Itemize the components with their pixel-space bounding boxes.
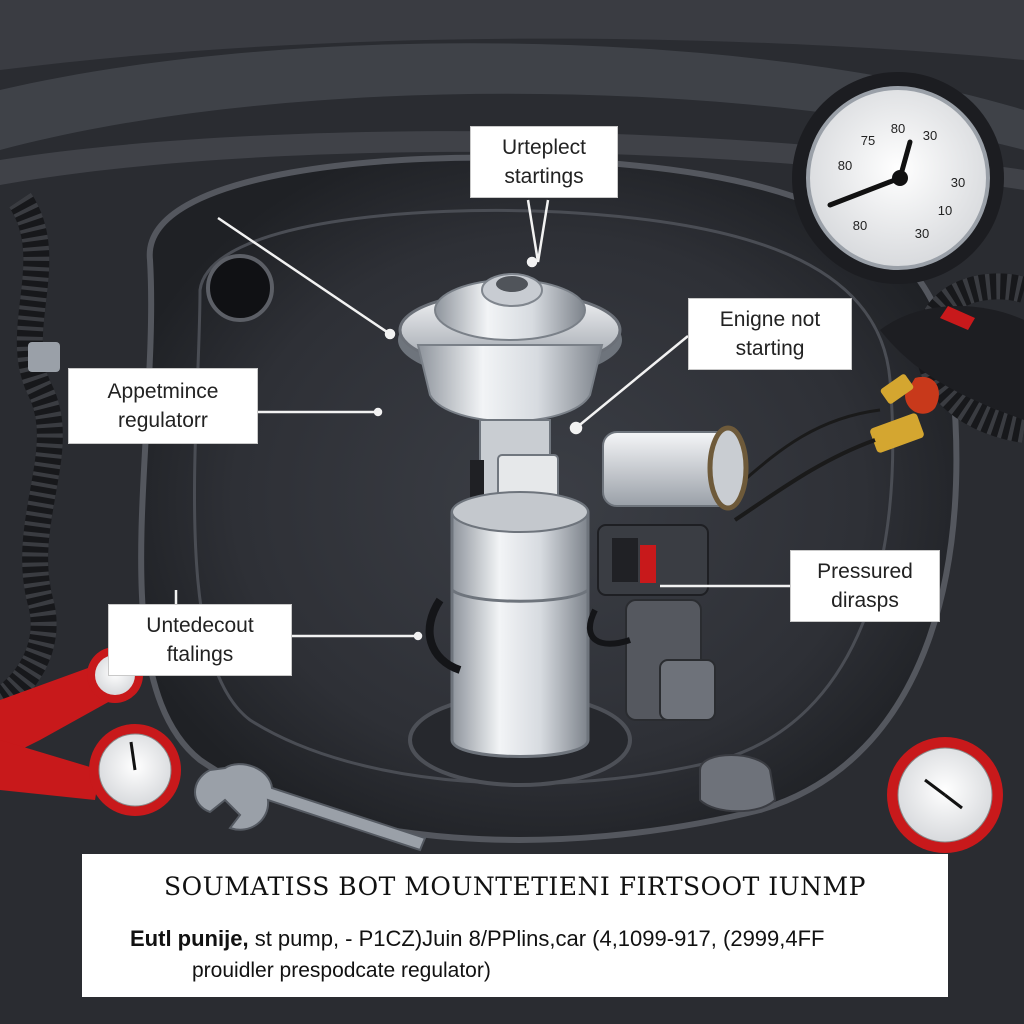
- hose-clamp: [28, 342, 60, 372]
- left-hose-ribs: [0, 192, 63, 712]
- pump-canister-top: [451, 491, 589, 533]
- pointer-fittings-dot: [413, 631, 423, 641]
- caption-line1-bold: Eutl punije,: [130, 926, 249, 951]
- callout-pressured: Pressured dirasps: [790, 550, 940, 622]
- pump-outlet-hole: [496, 276, 528, 292]
- yellow-connector-small: [880, 374, 914, 404]
- right-hose-ribs: [915, 273, 1024, 443]
- sensor-block: [587, 524, 716, 721]
- caption-line2: prouidler prespodcate regulator): [192, 959, 491, 982]
- gauge-top-tick-8: 80: [853, 218, 867, 233]
- callout-pressured-line1: Pressured: [817, 560, 913, 583]
- gauge-top-tick-1: 75: [861, 133, 875, 148]
- gauge-top-tick-2: 80: [891, 121, 905, 136]
- red-gauge-needle: [129, 741, 137, 771]
- wrench-body: [194, 763, 427, 852]
- filter-cap: [707, 425, 749, 511]
- pressure-gauge-right: [887, 737, 1003, 853]
- fuel-pump: [398, 273, 622, 758]
- top-panel: [0, 0, 1024, 70]
- callout-top: Urteplect startings: [470, 126, 618, 198]
- caption-line1-rest: st pump, - P1CZ)Juin 8/PPlins,car (4,109…: [254, 926, 825, 951]
- pointer-regulator-dot: [373, 407, 383, 417]
- callout-fittings-line2: ftalings: [166, 643, 234, 666]
- yellow-connector: [870, 413, 924, 453]
- glove: [880, 306, 1024, 420]
- wrench: [194, 763, 427, 852]
- red-wire-bundle: [905, 376, 939, 414]
- callout-fittings-line1: Untedecout: [146, 614, 254, 637]
- regulator-hose: [587, 608, 631, 647]
- sensor-red-tab: [640, 545, 656, 583]
- grommet: [699, 754, 777, 813]
- pointer-top-dot: [526, 256, 538, 268]
- pointer-top: [526, 199, 550, 263]
- top-rib: [0, 43, 1024, 150]
- wire-harness: [733, 438, 876, 522]
- callout-top-line1: Urteplect: [501, 136, 587, 159]
- callout-engine-line1: Enigne not: [719, 308, 821, 331]
- pump-wire-loop: [425, 597, 462, 674]
- callout-engine: Enigne not starting: [688, 298, 852, 370]
- callout-pointers: [174, 199, 790, 641]
- caption-title: SOUMATISS BOT MOUNTETIENI FIRTSOOT IUNMP: [164, 872, 866, 901]
- pump-canister: [450, 495, 590, 758]
- callout-regulator-line1: Appetmince: [107, 380, 219, 403]
- fuel-filter: [602, 425, 749, 511]
- pointer-top-left: [217, 216, 391, 336]
- gauge-top-ticks: 75 80 80 30 30 10 30 80: [838, 121, 965, 241]
- pointer-engine-dot: [569, 421, 583, 435]
- tank-inner-rim: [193, 208, 895, 785]
- drain-hole: [206, 254, 274, 322]
- regulator-valve: [659, 659, 716, 721]
- callout-top-line2: startings: [504, 165, 584, 188]
- top-rib-highlight: [0, 131, 1024, 190]
- callout-engine-line2: starting: [735, 337, 805, 360]
- caption-line1: Eutl punije, st pump, - P1CZ)Juin 8/PPli…: [130, 926, 930, 952]
- sensor-plug: [612, 538, 638, 582]
- callout-regulator: Appetmince regulatorr: [68, 368, 258, 444]
- pointer-top-left-dot: [384, 328, 396, 340]
- gauge-top-tick-4: 30: [923, 128, 937, 143]
- gauge-top-needle: [827, 175, 903, 208]
- pointer-engine: [575, 335, 689, 429]
- gauge-top-hub: [892, 170, 908, 186]
- gauge-top-tick-5: 30: [951, 175, 965, 190]
- pressure-gauge-top: 75 80 80 30 30 10 30 80: [792, 72, 1004, 284]
- callout-regulator-line2: regulatorr: [118, 409, 208, 432]
- red-clip: [940, 306, 975, 330]
- gauge-right-needle: [924, 778, 946, 797]
- gauge-top-tick-3: 80: [838, 158, 852, 173]
- pump-housing-top: [416, 344, 604, 423]
- gauge-top-tick-7: 30: [915, 226, 929, 241]
- red-tool-arm-2: [0, 740, 100, 800]
- pump-canister-ring: [451, 588, 589, 603]
- gauge-right-needle-2: [944, 793, 963, 810]
- callout-fittings: Untedecout ftalings: [108, 604, 292, 676]
- caption-panel: SOUMATISS BOT MOUNTETIENI FIRTSOOT IUNMP…: [82, 854, 948, 997]
- callout-pressured-line2: dirasps: [831, 589, 899, 612]
- gauge-top-tick-6: 10: [938, 203, 952, 218]
